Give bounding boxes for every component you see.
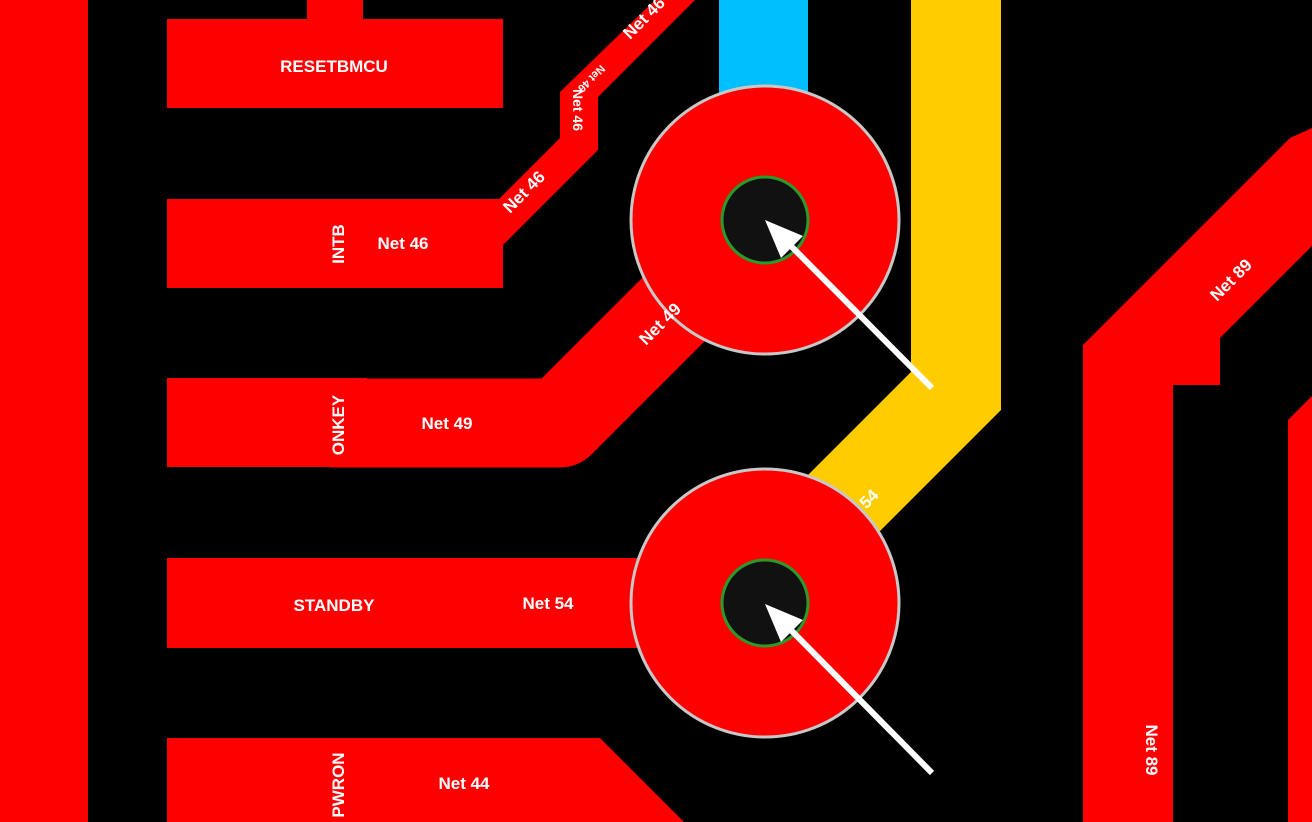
pad-pwron[interactable] xyxy=(167,738,367,822)
pad-onkey[interactable] xyxy=(167,378,367,467)
trace-label-net89: Net 89 xyxy=(1142,724,1161,775)
trace-net-54-yellow[interactable] xyxy=(786,0,1001,561)
pad-label-onkey: ONKEY xyxy=(329,394,348,455)
net-label-intb: Net 46 xyxy=(377,234,428,253)
pad-label-pwron: PWRON xyxy=(329,752,348,817)
pad-resetbmcu[interactable] xyxy=(167,19,503,108)
trace-right-edge[interactable] xyxy=(1288,396,1312,822)
trace-net-89[interactable] xyxy=(1083,128,1312,822)
pad-label-intb: INTB xyxy=(329,224,348,264)
pad-label-resetbmcu: RESETBMCU xyxy=(280,57,388,76)
net-label-standby: Net 54 xyxy=(522,594,574,613)
trace-net-46[interactable] xyxy=(470,0,695,245)
net-label-pwron: Net 44 xyxy=(438,774,490,793)
trace-net-49[interactable] xyxy=(330,246,737,468)
left-copper-pour[interactable] xyxy=(0,0,88,822)
pad-intb[interactable] xyxy=(167,199,503,288)
trace-net-44[interactable] xyxy=(330,738,684,822)
pointer-arrow-icon xyxy=(765,604,935,776)
trace-label-net46: Net 46 xyxy=(570,89,586,131)
net-label-onkey: Net 49 xyxy=(421,414,472,433)
reset-stub-trace[interactable] xyxy=(307,0,363,22)
pad-label-standby: STANDBY xyxy=(294,596,376,615)
pad-standby[interactable] xyxy=(167,558,647,648)
pointer-arrow-icon xyxy=(765,220,935,391)
